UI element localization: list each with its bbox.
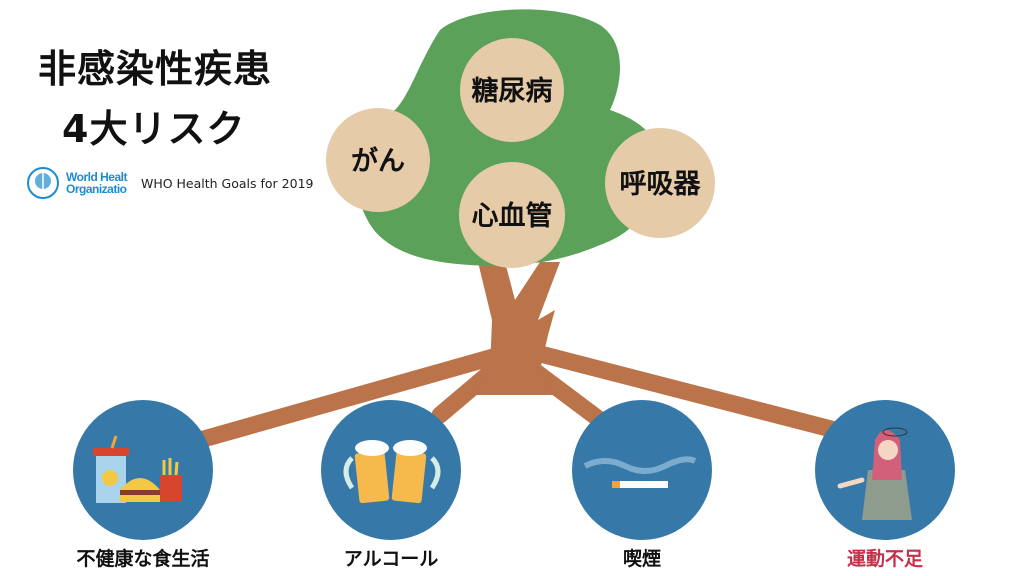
risk-circle-exercise — [815, 400, 955, 540]
disease-label-respiratory: 呼吸器 — [620, 169, 702, 200]
who-logo-line2: Organizatio — [66, 182, 127, 196]
who-emblem-icon — [27, 167, 59, 199]
disease-label-cancer: がん — [351, 145, 405, 177]
disease-circles: がん 糖尿病 心血管 呼吸器 — [326, 38, 715, 268]
risk-circle-alcohol — [321, 400, 461, 540]
risk-label-smoking: 喫煙 — [622, 548, 661, 570]
cigarette-icon — [583, 456, 697, 488]
risk-label-exercise: 運動不足 — [846, 548, 923, 570]
roots — [191, 341, 844, 449]
disease-label-cardiovascular: 心血管 — [472, 201, 553, 232]
disease-circle-diabetes — [460, 38, 564, 142]
risk-label-alcohol: アルコール — [343, 548, 439, 570]
risk-circle-smoking — [572, 400, 712, 540]
fast-food-icon — [93, 435, 182, 503]
beer-mugs-icon — [343, 440, 441, 504]
disease-circle-cardiovascular — [459, 162, 565, 268]
tree-canopy — [357, 9, 655, 266]
risk-label-diet: 不健康な食生活 — [76, 548, 210, 570]
who-attribution: World Healt Organizatio WHO Health Goals… — [26, 166, 313, 200]
who-caption: WHO Health Goals for 2019 — [140, 175, 314, 191]
disease-circle-cancer — [326, 108, 430, 212]
tree-trunk — [470, 262, 560, 395]
risk-circle-diet — [73, 400, 213, 540]
disease-circle-respiratory — [605, 128, 715, 238]
disease-label-diabetes: 糖尿病 — [472, 75, 553, 107]
person-headache-icon — [837, 427, 912, 520]
who-logo-line1: World Healt — [66, 170, 127, 184]
risk-circles — [73, 400, 955, 540]
title-line2: 4大リスク — [62, 107, 246, 151]
title-line1: 非感染性疾患 — [38, 47, 273, 91]
